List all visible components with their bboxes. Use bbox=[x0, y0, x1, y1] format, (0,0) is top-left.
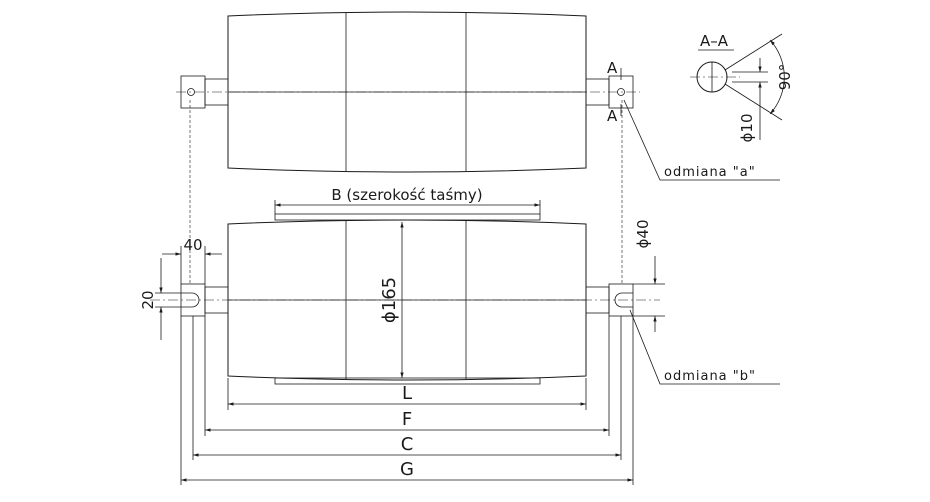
top-roller-view: A A bbox=[176, 11, 640, 173]
section-title: A–A bbox=[700, 32, 729, 50]
angle-label: 90° bbox=[776, 64, 794, 91]
drum-diameter-label: ϕ165 bbox=[379, 277, 400, 323]
belt-top bbox=[274, 213, 541, 221]
dimension-drum-diameter: ϕ165 bbox=[379, 222, 404, 378]
belt-bottom bbox=[274, 377, 541, 385]
variant-a-label: odmiana "a" bbox=[664, 165, 756, 180]
shaft-diameter-label: ϕ40 bbox=[634, 220, 652, 249]
dim-G-label: G bbox=[400, 459, 414, 480]
dim-C-label: C bbox=[401, 434, 414, 455]
dimension-belt-width: B (szerokość taśmy) bbox=[274, 186, 541, 214]
dim-L-label: L bbox=[402, 383, 412, 404]
dimension-C: C bbox=[193, 434, 621, 457]
variant-b-label: odmiana "b" bbox=[664, 369, 756, 384]
dimension-shaft-diameter: ϕ40 bbox=[633, 220, 665, 332]
dimension-F: F bbox=[205, 409, 609, 432]
dimension-G: G bbox=[181, 459, 633, 482]
belt-width-label: B (szerokość taśmy) bbox=[331, 186, 482, 204]
dimension-L: L bbox=[228, 383, 586, 406]
top-drum-outline bbox=[227, 11, 587, 173]
dimension-slot-width: 20 bbox=[139, 258, 181, 340]
bottom-drum-outline bbox=[227, 219, 587, 381]
slot-length-label: 40 bbox=[183, 236, 202, 254]
dim-F-label: F bbox=[402, 409, 412, 430]
bottom-roller-view bbox=[150, 213, 660, 385]
slot-width-label: 20 bbox=[139, 290, 157, 309]
section-mark-top: A bbox=[607, 59, 618, 77]
dimension-slot-length: 40 bbox=[162, 236, 222, 284]
pin-diameter-label: ϕ10 bbox=[738, 114, 756, 143]
section-a-a-detail: A–A 90° ϕ10 bbox=[690, 32, 794, 142]
section-mark-bottom: A bbox=[607, 107, 618, 125]
